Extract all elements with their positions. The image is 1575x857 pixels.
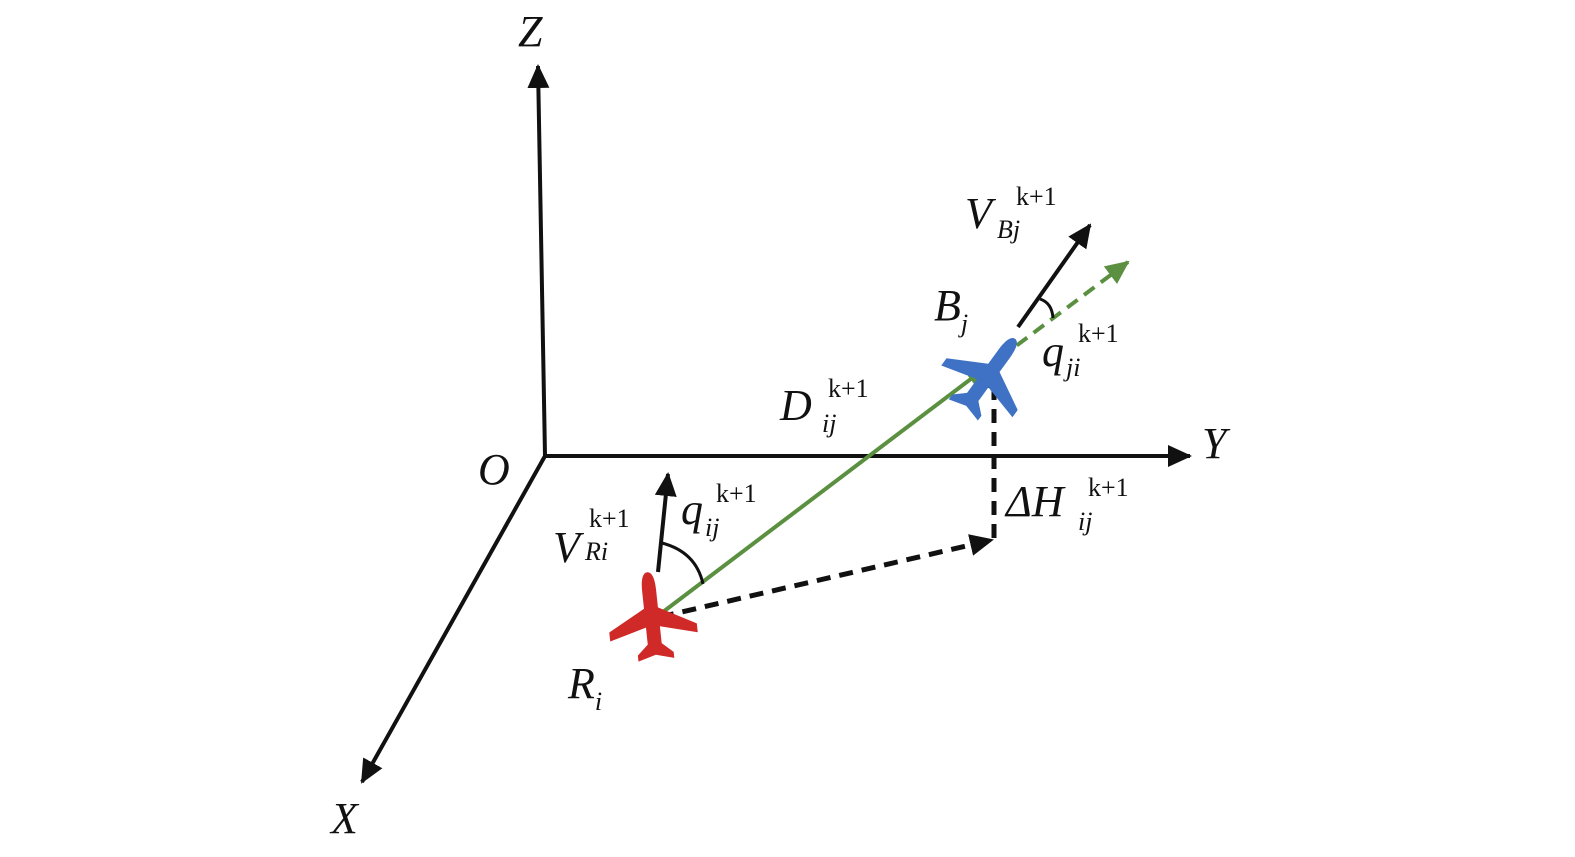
- altitude-diff-base: ΔH: [1004, 477, 1066, 526]
- origin-label: O: [478, 445, 510, 494]
- velocity-vector-blue: [1016, 223, 1092, 329]
- angle-qij-base: q: [681, 485, 703, 534]
- velocity-blue-base: V: [965, 189, 997, 238]
- ground-projection-line: [659, 534, 994, 620]
- angle-arc-qji: [1039, 297, 1055, 319]
- airplane-icon: [941, 338, 1018, 421]
- airplane-icon: [609, 572, 698, 662]
- x-axis-label: X: [329, 794, 360, 843]
- angle-qji-sub: ji: [1063, 353, 1080, 382]
- red-aircraft-label: Ri: [567, 659, 602, 716]
- velocity-red-sup: k+1: [589, 504, 630, 533]
- line-of-sight-extension: [998, 260, 1130, 360]
- z-axis-label: Z: [518, 7, 543, 56]
- velocity-red-sub: Ri: [584, 537, 608, 566]
- distance-sup: k+1: [828, 374, 869, 403]
- z-axis: [527, 64, 550, 457]
- velocity-blue-sub: Bj: [997, 215, 1020, 244]
- blue-aircraft-label: Bj: [934, 281, 968, 338]
- velocity-red-base: V: [553, 523, 585, 572]
- y-axis-label: Y: [1202, 419, 1231, 468]
- altitude-diff-sub: ij: [1078, 507, 1092, 536]
- x-axis: [360, 455, 547, 784]
- velocity-vector-red: [654, 472, 677, 573]
- altitude-diff-sup: k+1: [1088, 473, 1129, 502]
- angle-qji-sup: k+1: [1078, 319, 1119, 348]
- angle-arc-qij: [661, 541, 705, 585]
- angle-qij-sub: ij: [705, 513, 719, 542]
- line-of-sight: [653, 364, 990, 620]
- distance-base: D: [779, 381, 812, 430]
- distance-sub: ij: [822, 409, 836, 438]
- velocity-blue-sup: k+1: [1016, 182, 1057, 211]
- angle-qji-base: q: [1042, 327, 1064, 376]
- angle-qij-sup: k+1: [716, 479, 757, 508]
